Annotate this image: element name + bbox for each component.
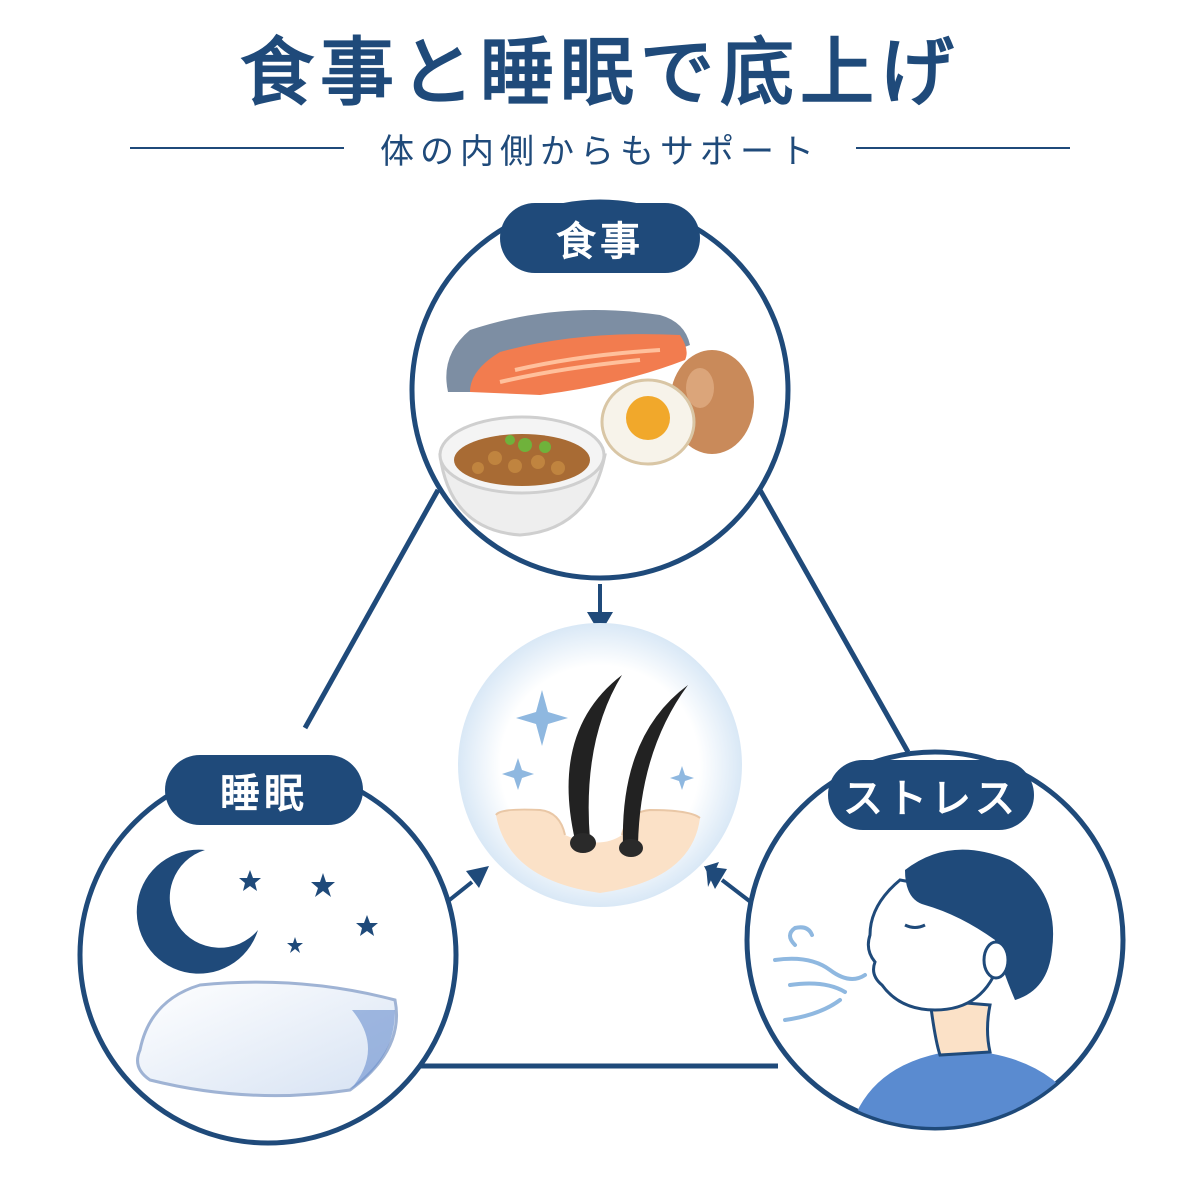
breathing-person-illustration — [850, 849, 1090, 1127]
node-label-food: 食事 — [500, 203, 700, 273]
salmon-illustration — [446, 310, 690, 395]
pillow-icon — [136, 980, 398, 1098]
crescent-moon-icon — [136, 849, 258, 974]
hair-follicle-illustration — [458, 623, 742, 907]
subtitle-rule-right — [856, 147, 1070, 149]
connector-food-stress — [757, 488, 911, 754]
wind-breath-icon — [773, 925, 867, 1022]
arrow-stress-to-hair — [704, 862, 754, 905]
star-icon — [287, 937, 303, 953]
sparkle-icon — [516, 690, 568, 746]
sparkle-icon — [502, 758, 534, 790]
sleep-node — [77, 764, 459, 1146]
food-node — [409, 199, 791, 581]
subtitle-row: 体の内側からもサポート — [130, 128, 1070, 172]
subtitle-rule-left — [130, 147, 344, 149]
egg-illustration — [600, 350, 754, 466]
star-icon — [311, 873, 335, 897]
page-subtitle: 体の内側からもサポート — [380, 131, 820, 172]
node-label-stress: ストレス — [828, 760, 1034, 830]
page-title: 食事と睡眠で底上げ — [240, 30, 960, 116]
natto-bowl-illustration — [438, 415, 607, 537]
star-icon — [356, 915, 378, 936]
connector-food-sleep — [302, 488, 441, 730]
star-icon — [239, 870, 261, 891]
node-label-sleep: 睡眠 — [165, 755, 363, 825]
stress-node — [744, 749, 1126, 1131]
sparkle-icon — [670, 766, 694, 790]
